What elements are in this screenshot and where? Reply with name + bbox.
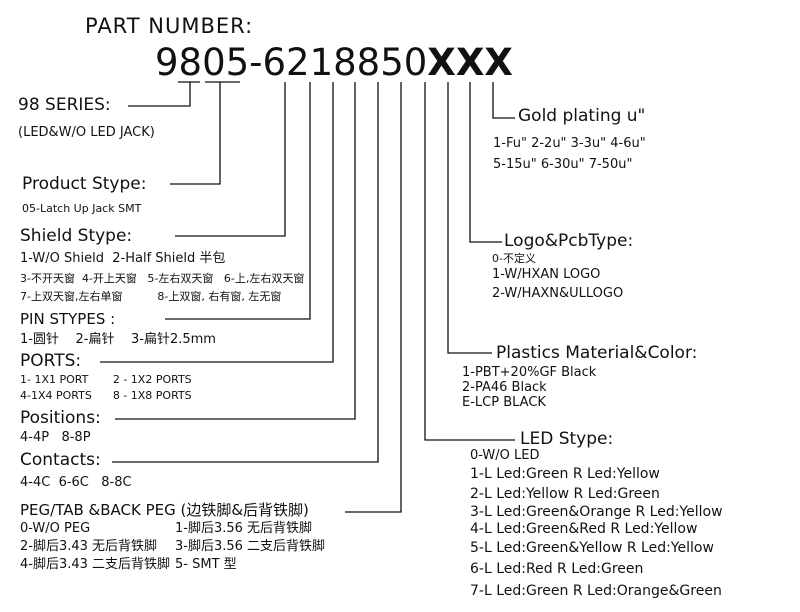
plastics-label: Plastics Material&Color: (496, 343, 698, 363)
led-line: 1-L Led:Green R Led:Yellow (470, 466, 660, 482)
leader-plastics (447, 82, 492, 354)
title: PART NUMBER: (85, 14, 254, 38)
plastics-line: 2-PA46 Black (462, 380, 547, 395)
led-line: 2-L Led:Yellow R Led:Green (470, 486, 660, 502)
led-line: 4-L Led:Green&Red R Led:Yellow (470, 521, 698, 537)
positions-label: Positions: (20, 408, 101, 428)
leader-product (170, 82, 221, 185)
logo-line: 1-W/HXAN LOGO (492, 267, 601, 282)
leader-ports (100, 82, 334, 363)
gold-line: 1-Fu" 2-2u" 3-3u" 4-6u" (493, 136, 646, 151)
leader-series (128, 82, 191, 107)
logo-label: Logo&PcbType: (504, 231, 634, 251)
led-line: 0-W/O LED (470, 448, 540, 463)
logo-line: 0-不定义 (492, 252, 536, 265)
led-line: 7-L Led:Green R Led:Orange&Green (470, 583, 722, 599)
series-label: 98 SERIES: (18, 95, 111, 115)
led-line: 5-L Led:Green&Yellow R Led:Yellow (470, 540, 714, 556)
ports-label: PORTS: (20, 351, 82, 371)
peg-line: 4-脚后3.43 二支后背铁脚 (20, 557, 171, 572)
led-label: LED Stype: (520, 429, 614, 449)
part-number-base: 9805-6218850 (155, 41, 428, 84)
peg-line: 0-W/O PEG (20, 521, 91, 536)
leader-pin (165, 82, 311, 320)
contacts-line: 4-4C 6-6C 8-8C (20, 475, 132, 490)
gold-line: 5-15u" 6-30u" 7-50u" (493, 157, 633, 172)
led-line: 3-L Led:Green&Orange R Led:Yellow (470, 504, 723, 520)
peg-label: PEG/TAB &BACK PEG (边铁脚&后背铁脚) (20, 501, 309, 519)
shield-line: 3-不开天窗 4-开上天窗 5-左右双天窗 6-上,左右双天窗 (20, 272, 305, 285)
plastics-line: E-LCP BLACK (462, 395, 546, 410)
leader-logo (469, 82, 502, 243)
peg-line: 1-脚后3.56 无后背铁脚 (175, 521, 313, 536)
logo-line: 2-W/HAXN&ULLOGO (492, 286, 624, 301)
positions-line: 4-4P 8-8P (20, 430, 91, 445)
led-line: 6-L Led:Red R Led:Green (470, 561, 644, 577)
leader-peg (345, 82, 402, 513)
part-number: 9805-6218850XXX (155, 44, 513, 81)
ports-line: 1- 1X1 PORT 2 - 1X2 PORTS (20, 373, 192, 386)
contacts-label: Contacts: (20, 450, 101, 470)
leader-led (424, 82, 515, 441)
peg-line: 5- SMT 型 (175, 557, 237, 572)
pin-label: PIN STYPES : (20, 310, 116, 328)
shield-label: Shield Stype: (20, 226, 133, 246)
plastics-line: 1-PBT+20%GF Black (462, 365, 597, 380)
gold-label: Gold plating u" (518, 106, 646, 126)
peg-line: 2-脚后3.43 无后背铁脚 (20, 539, 158, 554)
pin-line: 1-圆针 2-扁针 3-扁针2.5mm (20, 332, 216, 347)
product-desc: 05-Latch Up Jack SMT (22, 202, 142, 215)
part-number-suffix: XXX (427, 41, 513, 84)
shield-line: 7-上双天窗,左右单窗 8-上双窗, 右有窗, 左无窗 (20, 290, 282, 303)
series-desc: (LED&W/O LED JACK) (18, 125, 155, 140)
leader-positions (115, 82, 356, 420)
product-label: Product Stype: (22, 174, 147, 194)
shield-line: 1-W/O Shield 2-Half Shield 半包 (20, 251, 226, 266)
leader-gold (492, 82, 515, 119)
peg-line: 3-脚后3.56 二支后背铁脚 (175, 539, 326, 554)
leader-shield (175, 82, 286, 237)
leader-contacts (112, 82, 379, 463)
ports-line: 4-1X4 PORTS 8 - 1X8 PORTS (20, 389, 192, 402)
